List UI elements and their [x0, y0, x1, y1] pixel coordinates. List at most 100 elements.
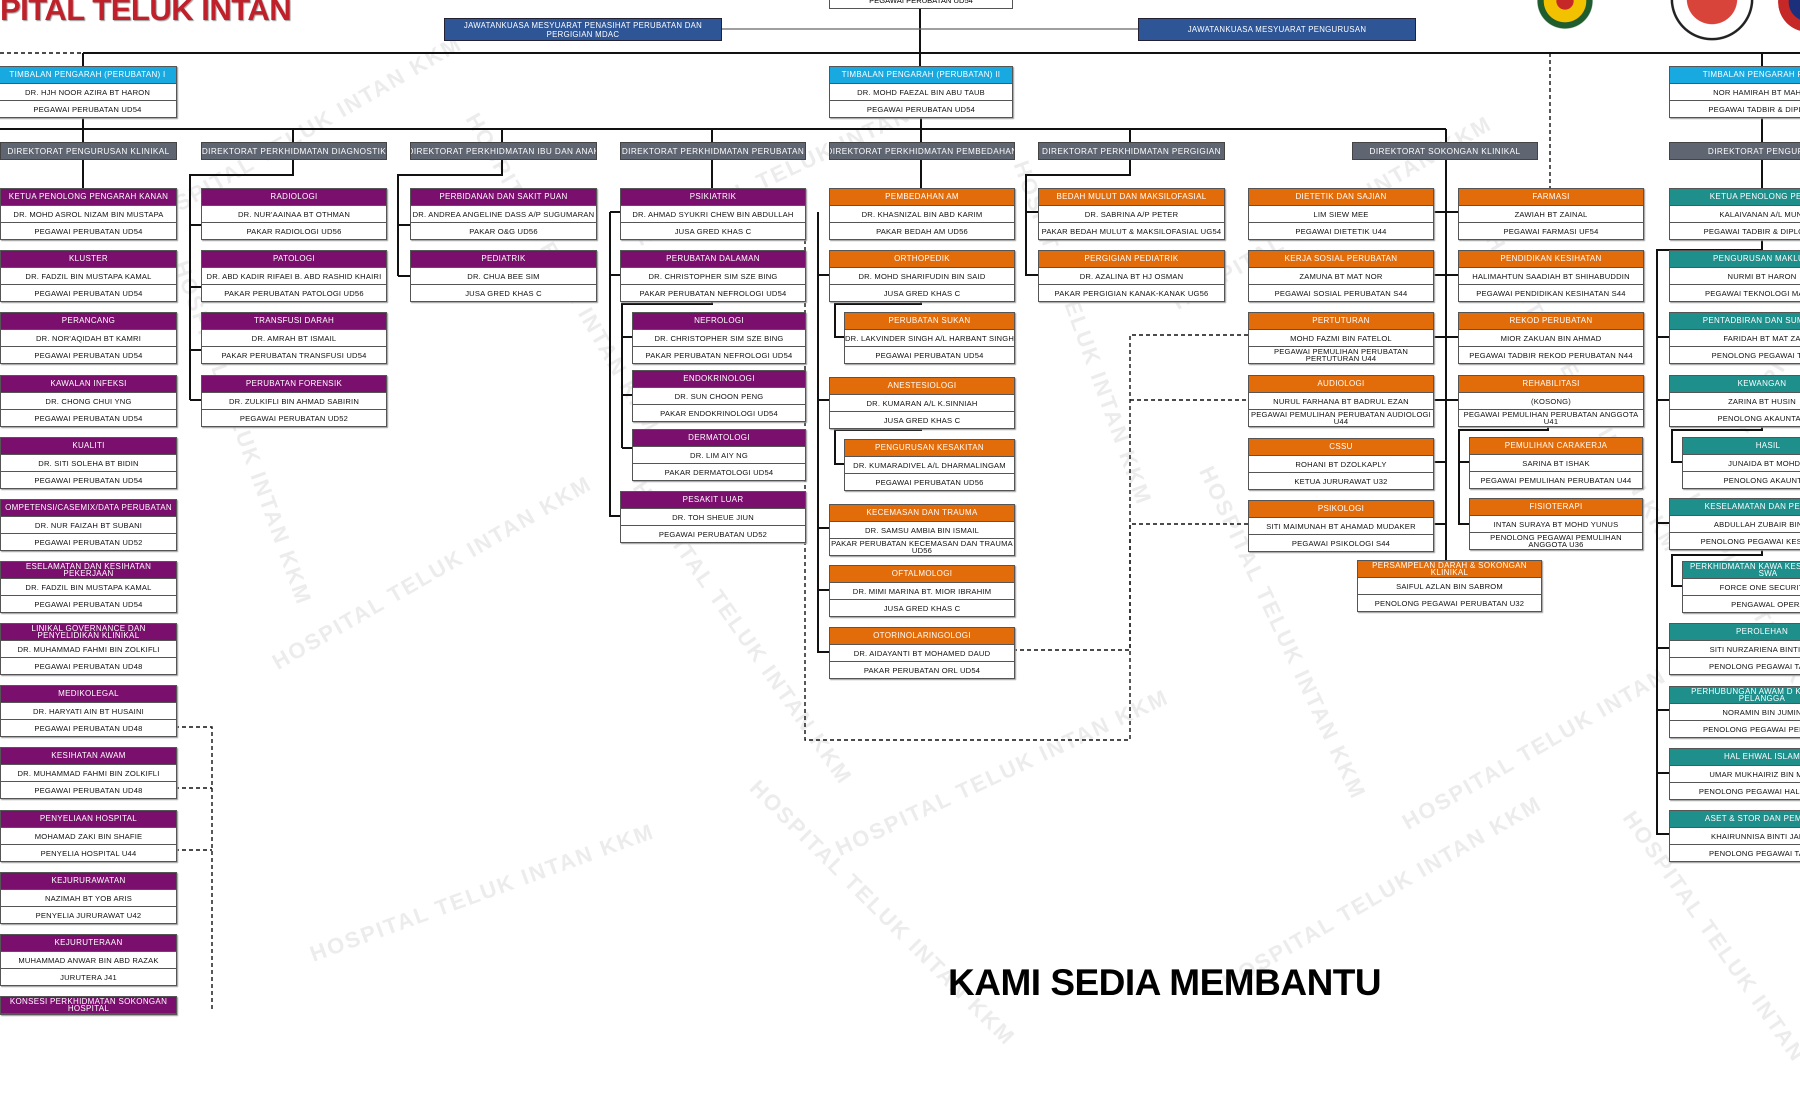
officer-grade: PEGAWAI PERUBATAN UD52: [239, 413, 349, 423]
unit-box-pengurusan[interactable]: ASET & STOR DAN PEMBANKHAIRUNNISA BINTI …: [1669, 810, 1800, 862]
officer-name: KALAIVANAN A/L MUNI: [1670, 206, 1800, 223]
directorate-box[interactable]: DIREKTORAT PENGURUS: [1669, 142, 1800, 160]
unit-header: ORTHOPEDIK: [830, 251, 1014, 268]
officer-name: DR. MUHAMMAD FAHMI BIN ZOLKIFLI: [1, 765, 176, 782]
officer-grade: PENOLONG PEGAWAI TADB: [1709, 661, 1800, 671]
directorate-box[interactable]: DIREKTORAT PENGURUSAN KLINIKAL: [0, 142, 177, 160]
officer-name: DR. ANDREA ANGELINE DASS A/P SUGUMARAN: [411, 206, 596, 223]
unit-box-sokongan-kanan[interactable]: REHABILITASI(KOSONG)PEGAWAI PEMULIHAN PE…: [1458, 375, 1644, 427]
mdac-committee-box[interactable]: JAWATANKUASA MESYUARAT PENASIHAT PERUBAT…: [444, 18, 722, 41]
officer-name: LIM SIEW MEE: [1249, 206, 1433, 223]
unit-box-klinikal[interactable]: KONSESI PERKHIDMATAN SOKONGAN HOSPITAL: [0, 996, 177, 1015]
director-title-stub: PEGAWAI PERUBATAN UD54: [829, 0, 1013, 9]
officer-name: UMAR MUKHAIRIZ BIN MOH: [1670, 766, 1800, 783]
officer-name: DR. NUR FAIZAH BT SUBANI: [1, 517, 176, 534]
unit-box-pengurusan[interactable]: KESELAMATAN DAN PERLINABDULLAH ZUBAIR BI…: [1669, 498, 1800, 550]
unit-box-klinikal[interactable]: LINIKAL GOVERNANCE DAN PENYELIDIKAN KLIN…: [0, 623, 177, 675]
officer-grade: JUSA GRED KHAS C: [883, 415, 961, 425]
unit-header: PEMBEDAHAN AM: [830, 189, 1014, 206]
unit-header: PSIKOLOGI: [1249, 501, 1433, 518]
officer-grade: PEGAWAI PERUBATAN UD54: [866, 104, 976, 114]
unit-header: PERHUBUNGAN AWAM D KHIDMAT PELANGGA: [1670, 687, 1800, 704]
officer-grade: PAKAR PERUBATAN NEFROLOGI UD54: [639, 288, 787, 298]
unit-header: TIMBALAN PENGARAH (PERUBATAN) II: [830, 67, 1012, 84]
directorate-box[interactable]: DIREKTORAT PERKHIDMATAN PEMBEDAHAN: [829, 142, 1015, 160]
directorate-box[interactable]: DIREKTORAT PERKHIDMATAN IBU DAN ANAK: [410, 142, 597, 160]
directorate-box[interactable]: DIREKTORAT PERKHIDMATAN DIAGNOSTIK: [201, 142, 387, 160]
unit-header: KONSESI PERKHIDMATAN SOKONGAN HOSPITAL: [1, 997, 176, 1014]
directorate-box[interactable]: DIREKTORAT PERKHIDMATAN PERUBATAN: [620, 142, 806, 160]
officer-name: SITI MAIMUNAH BT AHAMAD MUDAKER: [1249, 518, 1433, 535]
officer-grade: PEGAWAI PSIKOLOGI S44: [1291, 538, 1391, 548]
unit-header: DIETETIK DAN SAJIAN: [1249, 189, 1433, 206]
unit-header: KETUA PENOLONG PENGARAH KANAN: [1, 189, 176, 206]
unit-box-pengurusan[interactable]: PENTADBIRAN DAN SUMBERFARIDAH BT MAT ZAP…: [1669, 312, 1800, 364]
unit-box-pengurusan[interactable]: KETUA PENOLONG PENGKALAIVANAN A/L MUNIPE…: [1669, 188, 1800, 240]
officer-name: DR. NOR'AQIDAH BT KAMRI: [1, 330, 176, 347]
directorate-box[interactable]: DIREKTORAT PERKHIDMATAN PERGIGIAN: [1038, 142, 1225, 160]
officer-grade: PEGAWAI TADBIR & DIPLOM: [1708, 104, 1800, 114]
management-committee-box[interactable]: JAWATANKUASA MESYUARAT PENGURUSAN: [1138, 18, 1416, 41]
officer-grade: PEGAWAI PERUBATAN UD48: [34, 661, 143, 671]
unit-header: REKOD PERUBATAN: [1459, 313, 1643, 330]
directorate-box[interactable]: DIREKTORAT SOKONGAN KLINIKAL: [1352, 142, 1538, 160]
deputy-director-box[interactable]: TIMBALAN PENGARAH PENGNOR HAMIRAH BT MAH…: [1669, 66, 1800, 118]
connector-line: [817, 158, 922, 653]
unit-box-pengurusan[interactable]: PERHUBUNGAN AWAM D KHIDMAT PELANGGANORAM…: [1669, 686, 1800, 738]
